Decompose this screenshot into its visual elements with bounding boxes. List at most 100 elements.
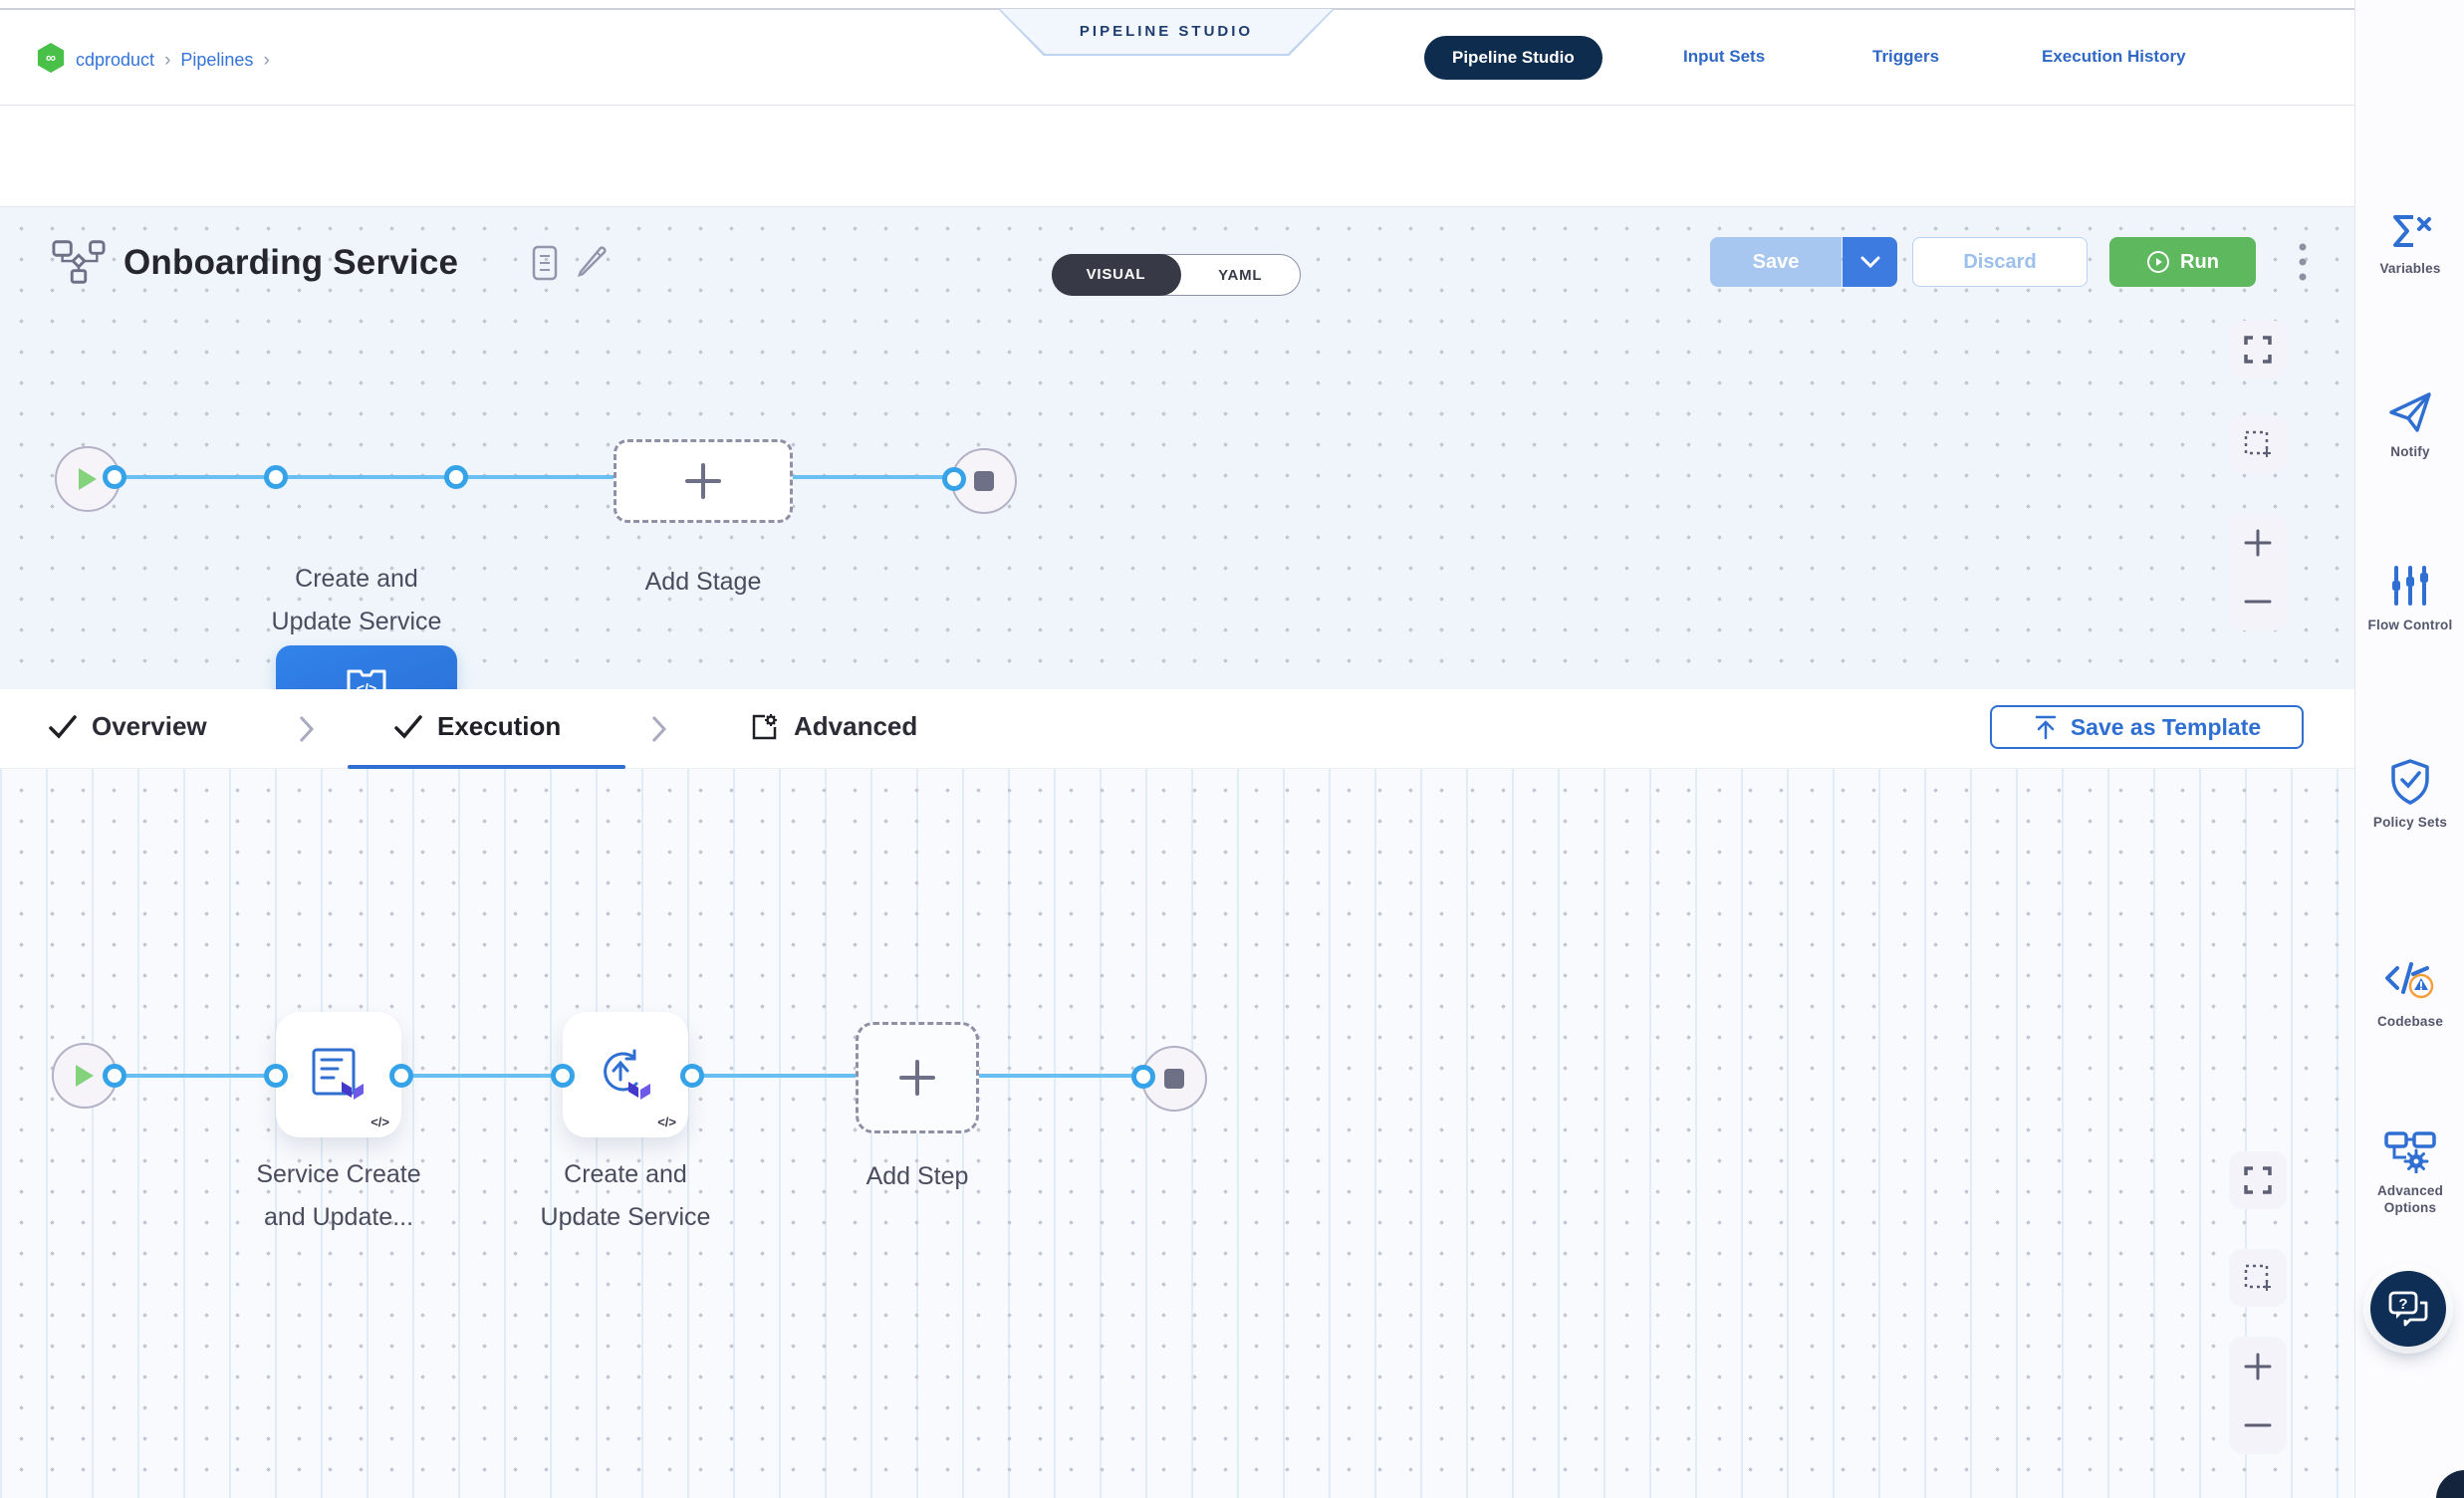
code-warning-icon <box>2385 962 2434 999</box>
plus-icon <box>899 1060 935 1096</box>
chevron-right-icon <box>299 715 315 743</box>
zoom-out-button[interactable] <box>2229 1395 2287 1454</box>
toggle-visual[interactable]: VISUAL <box>1051 253 1181 296</box>
breadcrumb-pipelines[interactable]: Pipelines <box>180 50 254 70</box>
zoom-panel <box>2229 1337 2287 1454</box>
view-mode-toggle: VISUAL YAML <box>1051 253 1301 296</box>
rail-item-advanced-options[interactable]: Advanced Options <box>2355 1129 2464 1216</box>
stop-square-icon <box>1164 1069 1184 1089</box>
connector-port <box>264 1064 288 1088</box>
zoom-out-button[interactable] <box>2229 572 2287 630</box>
step-node-service-create-update[interactable]: </> <box>276 1012 401 1137</box>
more-options-kebab-icon[interactable] <box>2281 237 2325 287</box>
plus-icon <box>685 463 721 499</box>
check-icon <box>49 714 77 739</box>
execution-canvas[interactable]: </> </> Service Create a <box>0 769 2354 1498</box>
connector-port <box>942 467 966 491</box>
marquee-select-button[interactable] <box>2229 1249 2287 1307</box>
zoom-in-button[interactable] <box>2229 513 2287 572</box>
tab-overview[interactable]: Overview <box>49 711 207 742</box>
pipeline-studio-banner: PIPELINE STUDIO <box>998 9 1335 56</box>
cd-module-icon: ∞ <box>36 42 66 79</box>
step-node-create-update-service[interactable]: </> <box>563 1012 688 1137</box>
fullscreen-icon <box>2244 1166 2272 1194</box>
run-play-icon <box>2147 251 2170 273</box>
pipeline-end-node <box>951 448 1017 514</box>
connector-port <box>680 1064 704 1088</box>
start-play-icon <box>76 1065 94 1087</box>
tab-input-sets[interactable]: Input Sets <box>1683 47 1766 66</box>
discard-button[interactable]: Discard <box>1912 237 2088 287</box>
pipeline-title: Onboarding Service <box>123 243 459 282</box>
rail-item-flow-control[interactable]: Flow Control <box>2355 564 2464 633</box>
save-as-template-button[interactable]: Save as Template <box>1990 705 2304 749</box>
marquee-select-icon <box>2244 430 2271 457</box>
tab-execution[interactable]: Execution <box>394 711 561 742</box>
right-rail: Variables Notify Flow Control <box>2354 0 2464 1498</box>
chevron-right-icon <box>651 715 667 743</box>
breadcrumb-separator: › <box>164 49 171 71</box>
stop-square-icon <box>974 471 994 491</box>
marquee-select-button[interactable] <box>2229 415 2287 473</box>
stage-label: Create and Update Service <box>271 565 442 635</box>
stage-connector-line <box>115 475 954 479</box>
save-as-template-label: Save as Template <box>2070 713 2262 740</box>
connector-port <box>1131 1065 1155 1089</box>
flowchart-gear-icon <box>2384 1131 2436 1173</box>
tab-triggers[interactable]: Triggers <box>1872 47 1940 66</box>
paper-plane-icon <box>2389 392 2431 432</box>
rail-item-variables[interactable]: Variables <box>2355 211 2464 277</box>
add-stage-button[interactable] <box>614 439 793 523</box>
tab-advanced-label: Advanced <box>794 711 918 741</box>
zoom-in-button[interactable] <box>2229 1337 2287 1395</box>
add-step-button[interactable] <box>856 1022 979 1133</box>
svg-text:?: ? <box>2398 1296 2407 1313</box>
pipeline-toolbar: Onboarding Service VISUAL YAML Save Disc… <box>0 106 2354 296</box>
chat-question-icon: ? <box>2388 1291 2428 1327</box>
start-play-icon <box>79 468 97 490</box>
sigma-x-icon <box>2393 215 2431 247</box>
description-icon[interactable] <box>532 245 558 286</box>
breadcrumb-project[interactable]: cdproduct <box>76 50 155 70</box>
step2-label: Create and Update Service <box>540 1160 711 1231</box>
connector-port <box>103 465 126 489</box>
tab-advanced[interactable]: Advanced <box>749 711 917 742</box>
fullscreen-button[interactable] <box>2229 1151 2287 1209</box>
connector-port <box>264 465 288 489</box>
check-icon <box>394 714 422 739</box>
run-button[interactable]: Run <box>2109 237 2256 287</box>
svg-text:∞: ∞ <box>46 50 56 66</box>
fullscreen-button[interactable] <box>2229 321 2287 378</box>
fullscreen-icon <box>2244 336 2272 364</box>
step-code-badge: </> <box>657 1115 676 1129</box>
edit-pencil-icon[interactable] <box>574 243 610 284</box>
save-dropdown-button[interactable] <box>1843 237 1897 287</box>
pipeline-studio-banner-label: PIPELINE STUDIO <box>1000 9 1333 54</box>
rail-item-policy-sets[interactable]: Policy Sets <box>2355 759 2464 831</box>
tab-overview-label: Overview <box>92 711 207 741</box>
tab-execution-label: Execution <box>437 711 562 741</box>
shield-check-icon <box>2391 759 2429 805</box>
tab-pipeline-studio[interactable]: Pipeline Studio <box>1424 36 1602 80</box>
connector-port <box>103 1064 126 1088</box>
tab-execution-history[interactable]: Execution History <box>2042 47 2186 66</box>
help-chat-button[interactable]: ? <box>2370 1271 2446 1347</box>
connector-port <box>551 1064 575 1088</box>
stage-config-tabs: Overview Execution Advanced <box>0 689 2354 769</box>
rail-item-codebase[interactable]: Codebase <box>2355 958 2464 1030</box>
step1-label: Service Create and Update... <box>256 1160 421 1231</box>
pipeline-icon <box>52 239 106 290</box>
rail-item-notify[interactable]: Notify <box>2355 390 2464 460</box>
script-terraform-icon <box>312 1048 364 1100</box>
breadcrumb: ∞ cdproduct › Pipelines › <box>36 42 270 79</box>
redeploy-terraform-icon <box>604 1049 650 1100</box>
breadcrumb-separator: › <box>263 49 270 71</box>
connector-port <box>444 465 468 489</box>
save-button[interactable]: Save <box>1710 237 1842 287</box>
add-step-label: Add Step <box>865 1162 969 1190</box>
toggle-yaml[interactable]: YAML <box>1218 266 1263 284</box>
zoom-panel <box>2229 513 2287 630</box>
top-header: ∞ cdproduct › Pipelines › PIPELINE STUDI… <box>0 0 2354 106</box>
marquee-select-icon <box>2244 1264 2271 1291</box>
